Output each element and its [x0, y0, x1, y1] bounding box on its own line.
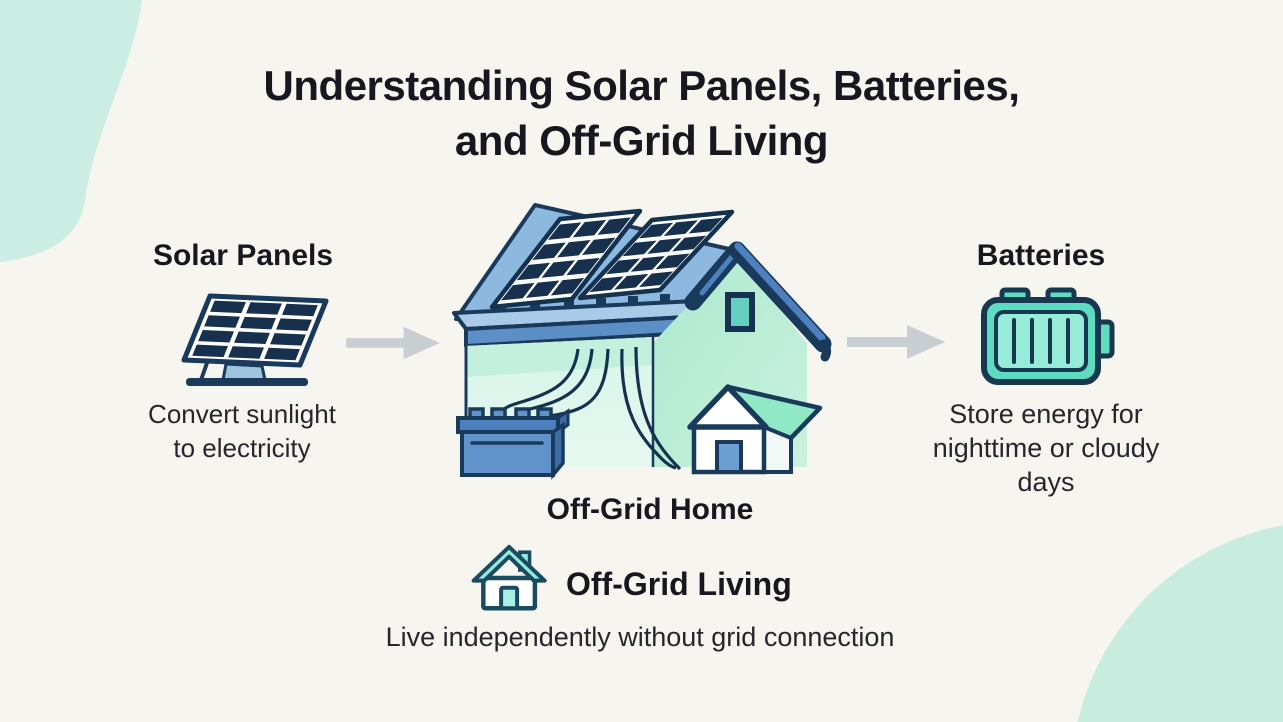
off-grid-home-illustration — [452, 203, 832, 480]
solar-panels-heading: Solar Panels — [152, 239, 334, 272]
attached-shed — [687, 384, 823, 475]
solar-desc-line2: to electricity — [173, 433, 311, 463]
house-roof-trim — [684, 241, 832, 362]
batteries-description: Store energy for nighttime or cloudy day… — [911, 397, 1181, 499]
house-icon — [471, 544, 547, 611]
off-grid-home-heading: Off-Grid Home — [546, 493, 754, 526]
home-battery-box — [456, 407, 570, 480]
batteries-desc-line2: nighttime or cloudy — [932, 433, 1160, 463]
off-grid-living-description: Live independently without grid connecti… — [385, 622, 895, 652]
batteries-desc-line1: Store energy for — [949, 399, 1143, 429]
decorative-circle-bottom-right — [1071, 521, 1283, 722]
gable-window — [725, 292, 755, 332]
house-icon-door — [499, 585, 520, 611]
shed-door — [715, 440, 743, 474]
page-title-line1: Understanding Solar Panels, Batteries, — [263, 62, 1020, 109]
batteries-heading: Batteries — [976, 239, 1106, 272]
arrow-right-icon-home-to-battery — [847, 325, 945, 359]
battery-icon — [981, 287, 1115, 385]
arrow-right-icon-solar-to-home — [346, 326, 440, 360]
off-grid-living-heading: Off-Grid Living — [566, 566, 792, 602]
solar-panel-icon — [181, 293, 329, 386]
decorative-circle-top-left — [0, 0, 142, 262]
roof-solar-array-right — [577, 209, 735, 301]
page-title: Understanding Solar Panels, Batteries, a… — [0, 58, 1283, 168]
page-title-line2: and Off-Grid Living — [454, 117, 829, 164]
solar-desc-line1: Convert sunlight — [148, 399, 336, 429]
roof-solar-array-left — [489, 208, 643, 310]
batteries-desc-line3: days — [1017, 467, 1075, 497]
solar-panels-description: Convert sunlight to electricity — [102, 397, 382, 465]
